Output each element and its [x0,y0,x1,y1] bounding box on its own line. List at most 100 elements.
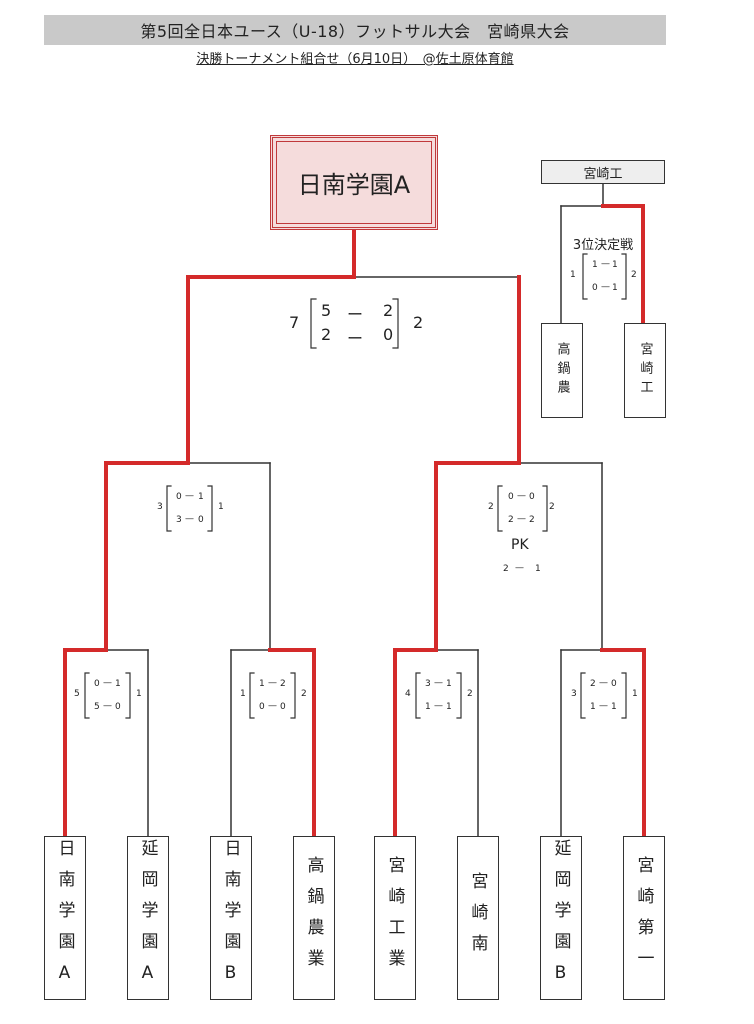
semi-right-pk-label: PK [511,537,529,553]
winner-path-third [601,204,645,325]
semi-left-brackets [166,485,213,532]
final-h2-dash: ー [347,329,364,348]
final-h2-left: 2 [321,325,332,344]
q4-h1-dash: — [599,678,608,688]
q2-right-total: 2 [301,689,307,699]
champion-box: 日南学園A [270,135,438,230]
semi-right-brackets [497,485,548,532]
semi-left-left-total: 3 [157,502,163,512]
semi-left-h1-left: 0 [176,492,182,502]
semi-left-h1-right: 1 [198,492,204,502]
third-team-2-name: 宮崎工 [637,342,653,399]
third-right-total: 2 [631,270,637,280]
q4-h1-left: 2 [590,679,596,689]
q2-h2-dash: — [268,701,277,711]
third-team-2: 宮崎工 [624,323,666,418]
team-name-7: 延岡学園B [550,839,571,997]
q2-left-total: 1 [240,689,246,699]
third-h1-right: 1 [612,260,618,270]
semi-right-pk-dash: — [515,563,524,573]
winner-path-t5 [393,275,521,838]
third-h2-right: 1 [612,283,618,293]
third-place-winner-box: 宮崎工 [541,160,665,184]
semi-left-h2-left: 3 [176,515,182,525]
team-box-1: 日南学園A [44,836,86,1000]
q3-right-total: 2 [467,689,473,699]
page-title: 第5回全日本ユース（U-18）フットサル大会 宮崎県大会 [140,22,570,41]
subtitle: 決勝トーナメント組合せ（6月10日） @佐土原体育館 [0,48,710,67]
team-name-3: 日南学園B [220,839,241,997]
third-left-total: 1 [570,270,576,280]
final-h1-right: 2 [383,301,394,320]
team-name-1: 日南学園A [54,839,75,997]
team-box-2: 延岡学園A [127,836,169,1000]
team-box-4: 高鍋農業 [293,836,335,1000]
q1-left-total: 5 [74,689,80,699]
semi-right-left-total: 2 [488,502,494,512]
subtitle-text: 決勝トーナメント組合せ（6月10日） @佐土原体育館 [196,52,514,67]
winner-path-t8 [600,648,646,838]
winner-path-t4 [268,648,316,838]
q3-h2-right: 1 [446,702,452,712]
final-left-total: 7 [289,313,300,332]
third-h1-left: 1 [592,260,598,270]
final-h1-dash: ー [347,305,364,324]
semi-right-right-total: 2 [549,502,555,512]
q3-h2-dash: — [434,701,443,711]
q1-h2-right: 0 [115,702,121,712]
q2-h1-left: 1 [259,679,265,689]
final-h2-right: 0 [383,325,394,344]
q3-h1-left: 3 [425,679,431,689]
final-brackets [310,298,399,349]
semi-right-h1-dash: — [517,491,526,501]
third-h2-dash: — [601,282,610,292]
final-h1-left: 5 [321,301,332,320]
winner-path-champion [63,228,356,838]
semi-left-h2-dash: — [185,514,194,524]
team-name-6: 宮崎南 [467,871,488,965]
q3-h2-left: 1 [425,702,431,712]
final-right-total: 2 [413,313,424,332]
q4-h2-dash: — [599,701,608,711]
team-name-8: 宮崎第一 [633,856,654,980]
q1-h1-left: 0 [94,679,100,689]
team-box-6: 宮崎南 [457,836,499,1000]
q2-brackets [249,672,296,719]
team-name-4: 高鍋農業 [303,856,324,980]
semi-right-h2-right: 2 [529,515,535,525]
q2-h1-dash: — [268,678,277,688]
third-brackets [582,253,627,300]
q1-brackets [84,672,131,719]
third-place-winner: 宮崎工 [583,166,623,182]
q4-left-total: 3 [571,689,577,699]
q1-h1-right: 1 [115,679,121,689]
q3-h1-dash: — [434,678,443,688]
semi-right-h2-dash: — [517,514,526,524]
semi-right-h1-right: 0 [529,492,535,502]
champion-name: 日南学園A [297,171,411,199]
third-h1-dash: — [601,259,610,269]
q3-h1-right: 1 [446,679,452,689]
semi-left-h1-dash: — [185,491,194,501]
semi-left-h2-right: 0 [198,515,204,525]
q1-h1-dash: — [103,678,112,688]
q2-h2-left: 0 [259,702,265,712]
q3-left-total: 4 [405,689,411,699]
semi-right-pk-left: 2 [503,564,509,574]
q4-h2-right: 1 [611,702,617,712]
third-place-title: 3位決定戦 [572,238,634,253]
q4-h2-left: 1 [590,702,596,712]
q1-right-total: 1 [136,689,142,699]
semi-right-h2-left: 2 [508,515,514,525]
team-box-8: 宮崎第一 [623,836,665,1000]
q4-h1-right: 0 [611,679,617,689]
team-box-7: 延岡学園B [540,836,582,1000]
q4-right-total: 1 [632,689,638,699]
semi-left-right-total: 1 [218,502,224,512]
q3-brackets [415,672,462,719]
q1-h2-dash: — [103,701,112,711]
team-name-5: 宮崎工業 [384,856,405,980]
q2-h1-right: 2 [280,679,286,689]
semi-right-h1-left: 0 [508,492,514,502]
